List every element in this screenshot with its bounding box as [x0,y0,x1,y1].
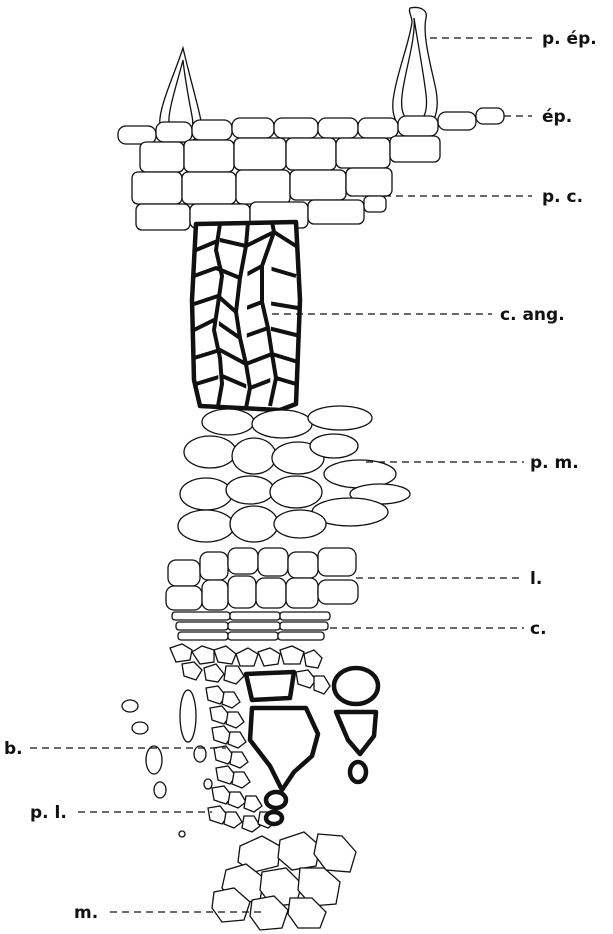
parenchyma-pm [178,406,410,542]
vessel-top-right [334,668,378,704]
label-l: l. [530,569,542,589]
angular-collenchyma [192,222,300,410]
isolated-vessels [122,690,212,837]
label-pl: p. l. [30,803,67,823]
label-c: c. [530,619,547,639]
label-pm: p. m. [530,453,579,473]
label-ep: ép. [542,107,572,127]
vessel-top-left [246,672,294,700]
label-m: m. [74,903,98,923]
vessel-small-left [266,792,286,808]
cortical-parenchyma [132,136,440,230]
vessel-large-left [250,708,318,790]
cambium [172,612,330,640]
phloem-l [166,548,358,610]
vessel-right [336,712,376,754]
label-pc: p. c. [542,187,583,207]
label-c-ang: c. ang. [500,305,565,325]
label-p-ep: p. ép. [542,29,597,49]
label-b: b. [4,739,23,759]
xylem-vessels [246,668,378,824]
pith-medulla [212,832,356,930]
